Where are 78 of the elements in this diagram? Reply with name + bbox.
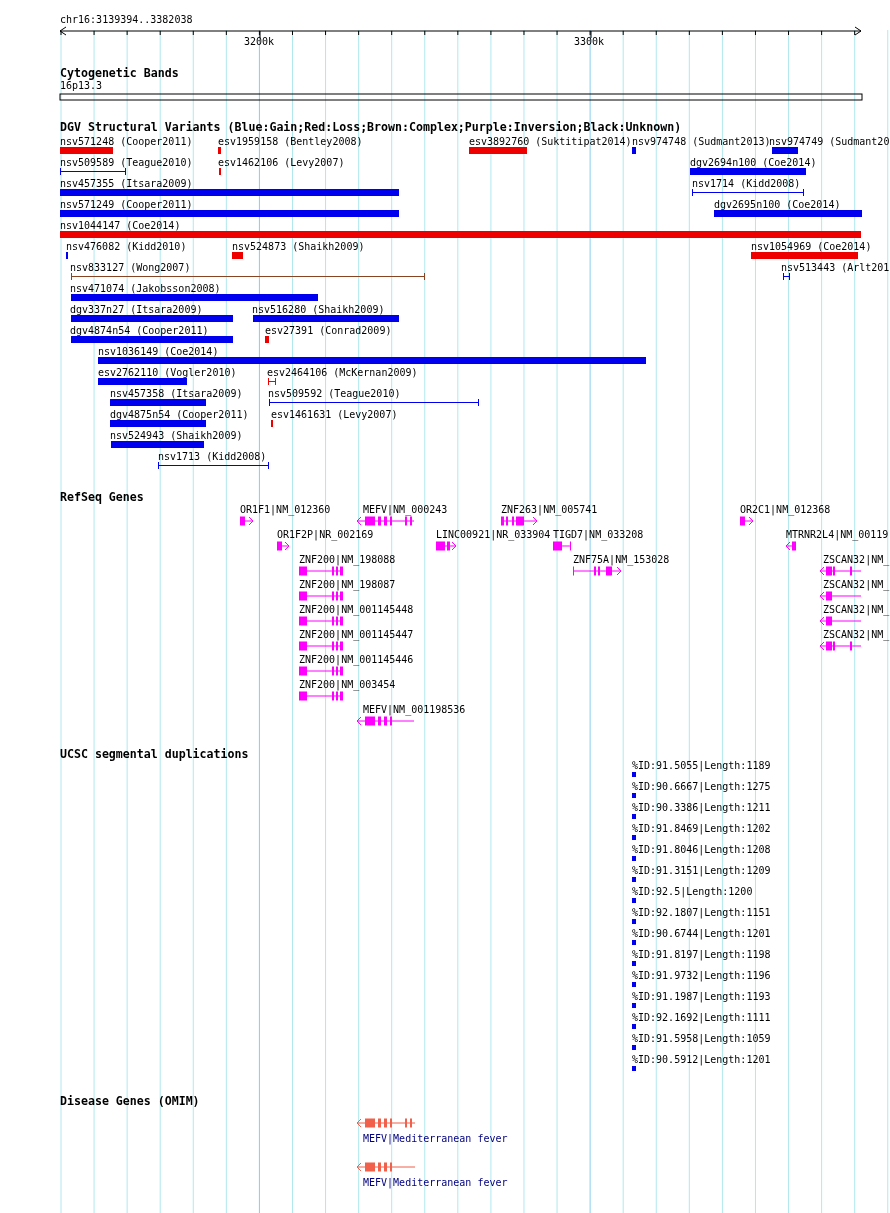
variant-label: nsv571249 (Cooper2011) [60, 199, 193, 211]
gene-label: ZNF75A|NM_153028 [573, 554, 670, 566]
gene-label: LINC00921|NR_033904 [436, 529, 551, 541]
variant-label: esv3892760 (Suktitipat2014) [469, 136, 632, 148]
variant-label: nsv974748 (Sudmant2013) [632, 136, 771, 148]
coordinate-label: chr16:3139394..3382038 [60, 14, 193, 26]
duplication-label: %ID:91.5958|Length:1059 [632, 1033, 771, 1045]
gene-label: ZSCAN32|NM_ [823, 604, 890, 616]
variant-label: nsv1713 (Kidd2008) [158, 451, 267, 463]
gene-label: ZNF200|NM_198087 [299, 579, 396, 591]
axis-tick-label: 3200k [244, 36, 275, 48]
variant-label: esv2762110 (Vogler2010) [98, 367, 237, 379]
gene-label: MTRNR2L4|NM_00119 [786, 529, 889, 541]
variant-label: nsv471074 (Jakobsson2008) [70, 283, 221, 295]
variant-label: nsv457358 (Itsara2009) [110, 388, 243, 400]
duplication-label: %ID:91.8046|Length:1208 [632, 844, 771, 856]
disease-gene-label: MEFV|Mediterranean fever [363, 1177, 508, 1189]
variant-label: esv2464106 (McKernan2009) [267, 367, 418, 379]
variant-label: nsv1036149 (Coe2014) [98, 346, 219, 358]
variant-label: nsv524873 (Shaikh2009) [232, 241, 365, 253]
variant-label: nsv833127 (Wong2007) [70, 262, 191, 274]
variant-label: nsv1054969 (Coe2014) [751, 241, 872, 253]
gene-label: ZNF200|NM_198088 [299, 554, 396, 566]
variant-label: nsv509592 (Teague2010) [268, 388, 401, 400]
gene-label: ZNF200|NM_001145446 [299, 654, 414, 666]
duplication-label: %ID:91.1987|Length:1193 [632, 991, 771, 1003]
variant-label: nsv524943 (Shaikh2009) [110, 430, 243, 442]
variant-label: dgv4875n54 (Cooper2011) [110, 409, 249, 421]
gene-label: MEFV|NM_000243 [363, 504, 448, 516]
gene-label: ZNF200|NM_001145447 [299, 629, 414, 641]
duplication-label: %ID:91.5055|Length:1189 [632, 760, 771, 772]
gene-label: MEFV|NM_001198536 [363, 704, 466, 716]
variant-label: nsv476082 (Kidd2010) [66, 241, 187, 253]
gene-label: ZNF200|NM_001145448 [299, 604, 414, 616]
duplication-label: %ID:91.8469|Length:1202 [632, 823, 771, 835]
track-title: UCSC segmental duplications [60, 748, 249, 761]
duplication-label: %ID:91.8197|Length:1198 [632, 949, 771, 961]
gene-label: ZNF263|NM_005741 [501, 504, 598, 516]
duplication-label: %ID:92.1807|Length:1151 [632, 907, 771, 919]
variant-label: esv27391 (Conrad2009) [265, 325, 392, 337]
variant-label: esv1462106 (Levy2007) [218, 157, 345, 169]
variant-label: nsv1714 (Kidd2008) [692, 178, 801, 190]
gene-label: ZNF200|NM_003454 [299, 679, 396, 691]
gene-label: ZSCAN32|NM_ [823, 579, 890, 591]
duplication-label: %ID:92.1692|Length:1111 [632, 1012, 771, 1024]
variant-label: nsv457355 (Itsara2009) [60, 178, 193, 190]
gene-label: ZSCAN32|NM_ [823, 554, 890, 566]
track-title: DGV Structural Variants (Blue:Gain;Red:Loss;Brown:Complex;Purple:Inversion;Black:Unknown) [60, 121, 682, 134]
variant-label: esv1461631 (Levy2007) [271, 409, 398, 421]
duplication-label: %ID:90.6667|Length:1275 [632, 781, 771, 793]
gene-label: ZSCAN32|NM_ [823, 629, 890, 641]
track-title: RefSeq Genes [60, 491, 144, 504]
duplication-label: %ID:91.9732|Length:1196 [632, 970, 771, 982]
variant-label: nsv1044147 (Coe2014) [60, 220, 181, 232]
variant-label: nsv571248 (Cooper2011) [60, 136, 193, 148]
track-title: Disease Genes (OMIM) [60, 1095, 200, 1108]
gene-label: OR1F1|NM_012360 [240, 504, 331, 516]
variant-label: nsv974749 (Sudmant20 [769, 136, 890, 148]
track-title: Cytogenetic Bands [60, 67, 179, 80]
duplication-label: %ID:91.3151|Length:1209 [632, 865, 771, 877]
variant-label: nsv516280 (Shaikh2009) [252, 304, 385, 316]
gene-label: OR2C1|NM_012368 [740, 504, 831, 516]
variant-label: esv1959158 (Bentley2008) [218, 136, 363, 148]
variant-label: dgv2694n100 (Coe2014) [690, 157, 817, 169]
variant-label: nsv509589 (Teague2010) [60, 157, 193, 169]
duplication-label: %ID:92.5|Length:1200 [632, 886, 753, 898]
band-label: 16p13.3 [60, 80, 103, 92]
duplication-label: %ID:90.3386|Length:1211 [632, 802, 771, 814]
gene-label: TIGD7|NM_033208 [553, 529, 644, 541]
axis-tick-label: 3300k [574, 36, 605, 48]
gene-label: OR1F2P|NR_002169 [277, 529, 374, 541]
variant-label: dgv4874n54 (Cooper2011) [70, 325, 209, 337]
variant-label: nsv513443 (Arlt201 [781, 262, 890, 274]
duplication-label: %ID:90.6744|Length:1201 [632, 928, 771, 940]
variant-label: dgv2695n100 (Coe2014) [714, 199, 841, 211]
variant-label: dgv337n27 (Itsara2009) [70, 304, 203, 316]
disease-gene-label: MEFV|Mediterranean fever [363, 1133, 508, 1145]
duplication-label: %ID:90.5912|Length:1201 [632, 1054, 771, 1066]
